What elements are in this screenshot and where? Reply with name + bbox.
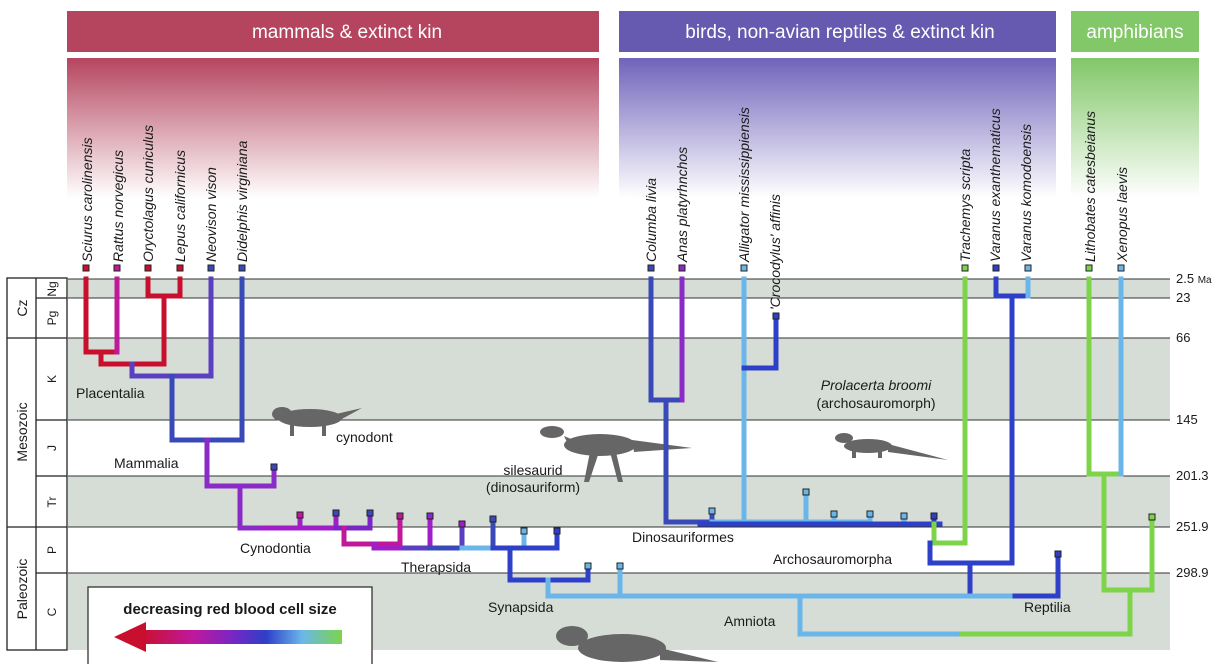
- species-sciurus: Sciurus carolinensis: [79, 138, 95, 263]
- period-j: J: [45, 445, 59, 451]
- fossil-dinosauriform: (dinosauriform): [486, 479, 580, 495]
- legend-title: decreasing red blood cell size: [123, 601, 336, 618]
- age-251-9: 251.9: [1176, 519, 1209, 534]
- species-oryctolagus: Oryctolagus cuniculus: [140, 125, 156, 262]
- amphibians-header-label: amphibians: [1086, 22, 1183, 43]
- species-lithobates: Lithobates catesbeianus: [1082, 111, 1098, 262]
- band-cretaceous: [68, 338, 1170, 420]
- era-mesozoic: Mesozoic: [14, 402, 30, 461]
- period-tr: Tr: [45, 497, 59, 508]
- period-c: C: [45, 607, 59, 616]
- clade-archosauromorpha: Archosauromorpha: [773, 551, 892, 567]
- clade-cynodontia: Cynodontia: [240, 540, 311, 556]
- clade-synapsida: Synapsida: [488, 599, 554, 615]
- clade-therapsida: Therapsida: [401, 559, 471, 575]
- age-201-3: 201.3: [1176, 468, 1209, 483]
- legend-box: [88, 587, 372, 664]
- species-alligator: Alligator mississippiensis: [736, 107, 752, 263]
- species-neovison: Neovison vison: [203, 167, 219, 262]
- species-varanus-ex: Varanus exanthematicus: [987, 108, 1003, 262]
- age-66: 66: [1176, 330, 1190, 345]
- period-ng: Ng: [45, 281, 59, 296]
- era-paleozoic: Paleozoic: [14, 559, 30, 620]
- clade-placentalia: Placentalia: [76, 385, 145, 401]
- period-p: P: [45, 546, 59, 554]
- mammals-header-label: mammals & extinct kin: [252, 22, 442, 43]
- age-298-9: 298.9: [1176, 565, 1209, 580]
- species-xenopus: Xenopus laevis: [1114, 167, 1130, 263]
- reptiles-header-label: birds, non-avian reptiles & extinct kin: [685, 22, 994, 43]
- species-varanus-ko: Varanus komodoensis: [1018, 124, 1034, 262]
- fossil-prolacerta: Prolacerta broomi: [821, 377, 932, 393]
- clade-amniota: Amniota: [724, 613, 776, 629]
- reptile-clade: [930, 279, 1058, 596]
- species-trachemys: Trachemys scripta: [957, 148, 973, 262]
- legend-gradient-bar: [142, 630, 342, 644]
- clade-reptilia: Reptilia: [1024, 599, 1071, 615]
- clade-dinosauriformes: Dinosauriformes: [632, 529, 734, 545]
- era-cz: Cz: [14, 299, 30, 316]
- prolacerta-silhouette: [835, 433, 948, 460]
- fossil-archosauromorph: (archosauromorph): [816, 395, 935, 411]
- fossil-silesaurid: silesaurid: [503, 462, 562, 478]
- species-crocodylus: 'Crocodylus' affinis: [767, 194, 783, 310]
- age-145: 145: [1176, 412, 1198, 427]
- species-anas: Anas platyrhnchos: [674, 147, 690, 263]
- legend: decreasing red blood cell size: [88, 587, 372, 664]
- species-didelphis: Didelphis virginiana: [234, 140, 250, 262]
- species-columba: Columba livia: [643, 178, 659, 262]
- silesaurid-silhouette: [540, 426, 692, 482]
- fossil-cynodont: cynodont: [336, 429, 393, 445]
- age-2-5: 2.5 Ma: [1176, 271, 1212, 286]
- species-rattus: Rattus norvegicus: [110, 150, 126, 262]
- period-k: K: [45, 375, 59, 383]
- age-23: 23: [1176, 290, 1190, 305]
- species-lepus: Lepus californicus: [172, 150, 188, 262]
- period-pg: Pg: [45, 311, 59, 326]
- clade-mammalia: Mammalia: [114, 455, 179, 471]
